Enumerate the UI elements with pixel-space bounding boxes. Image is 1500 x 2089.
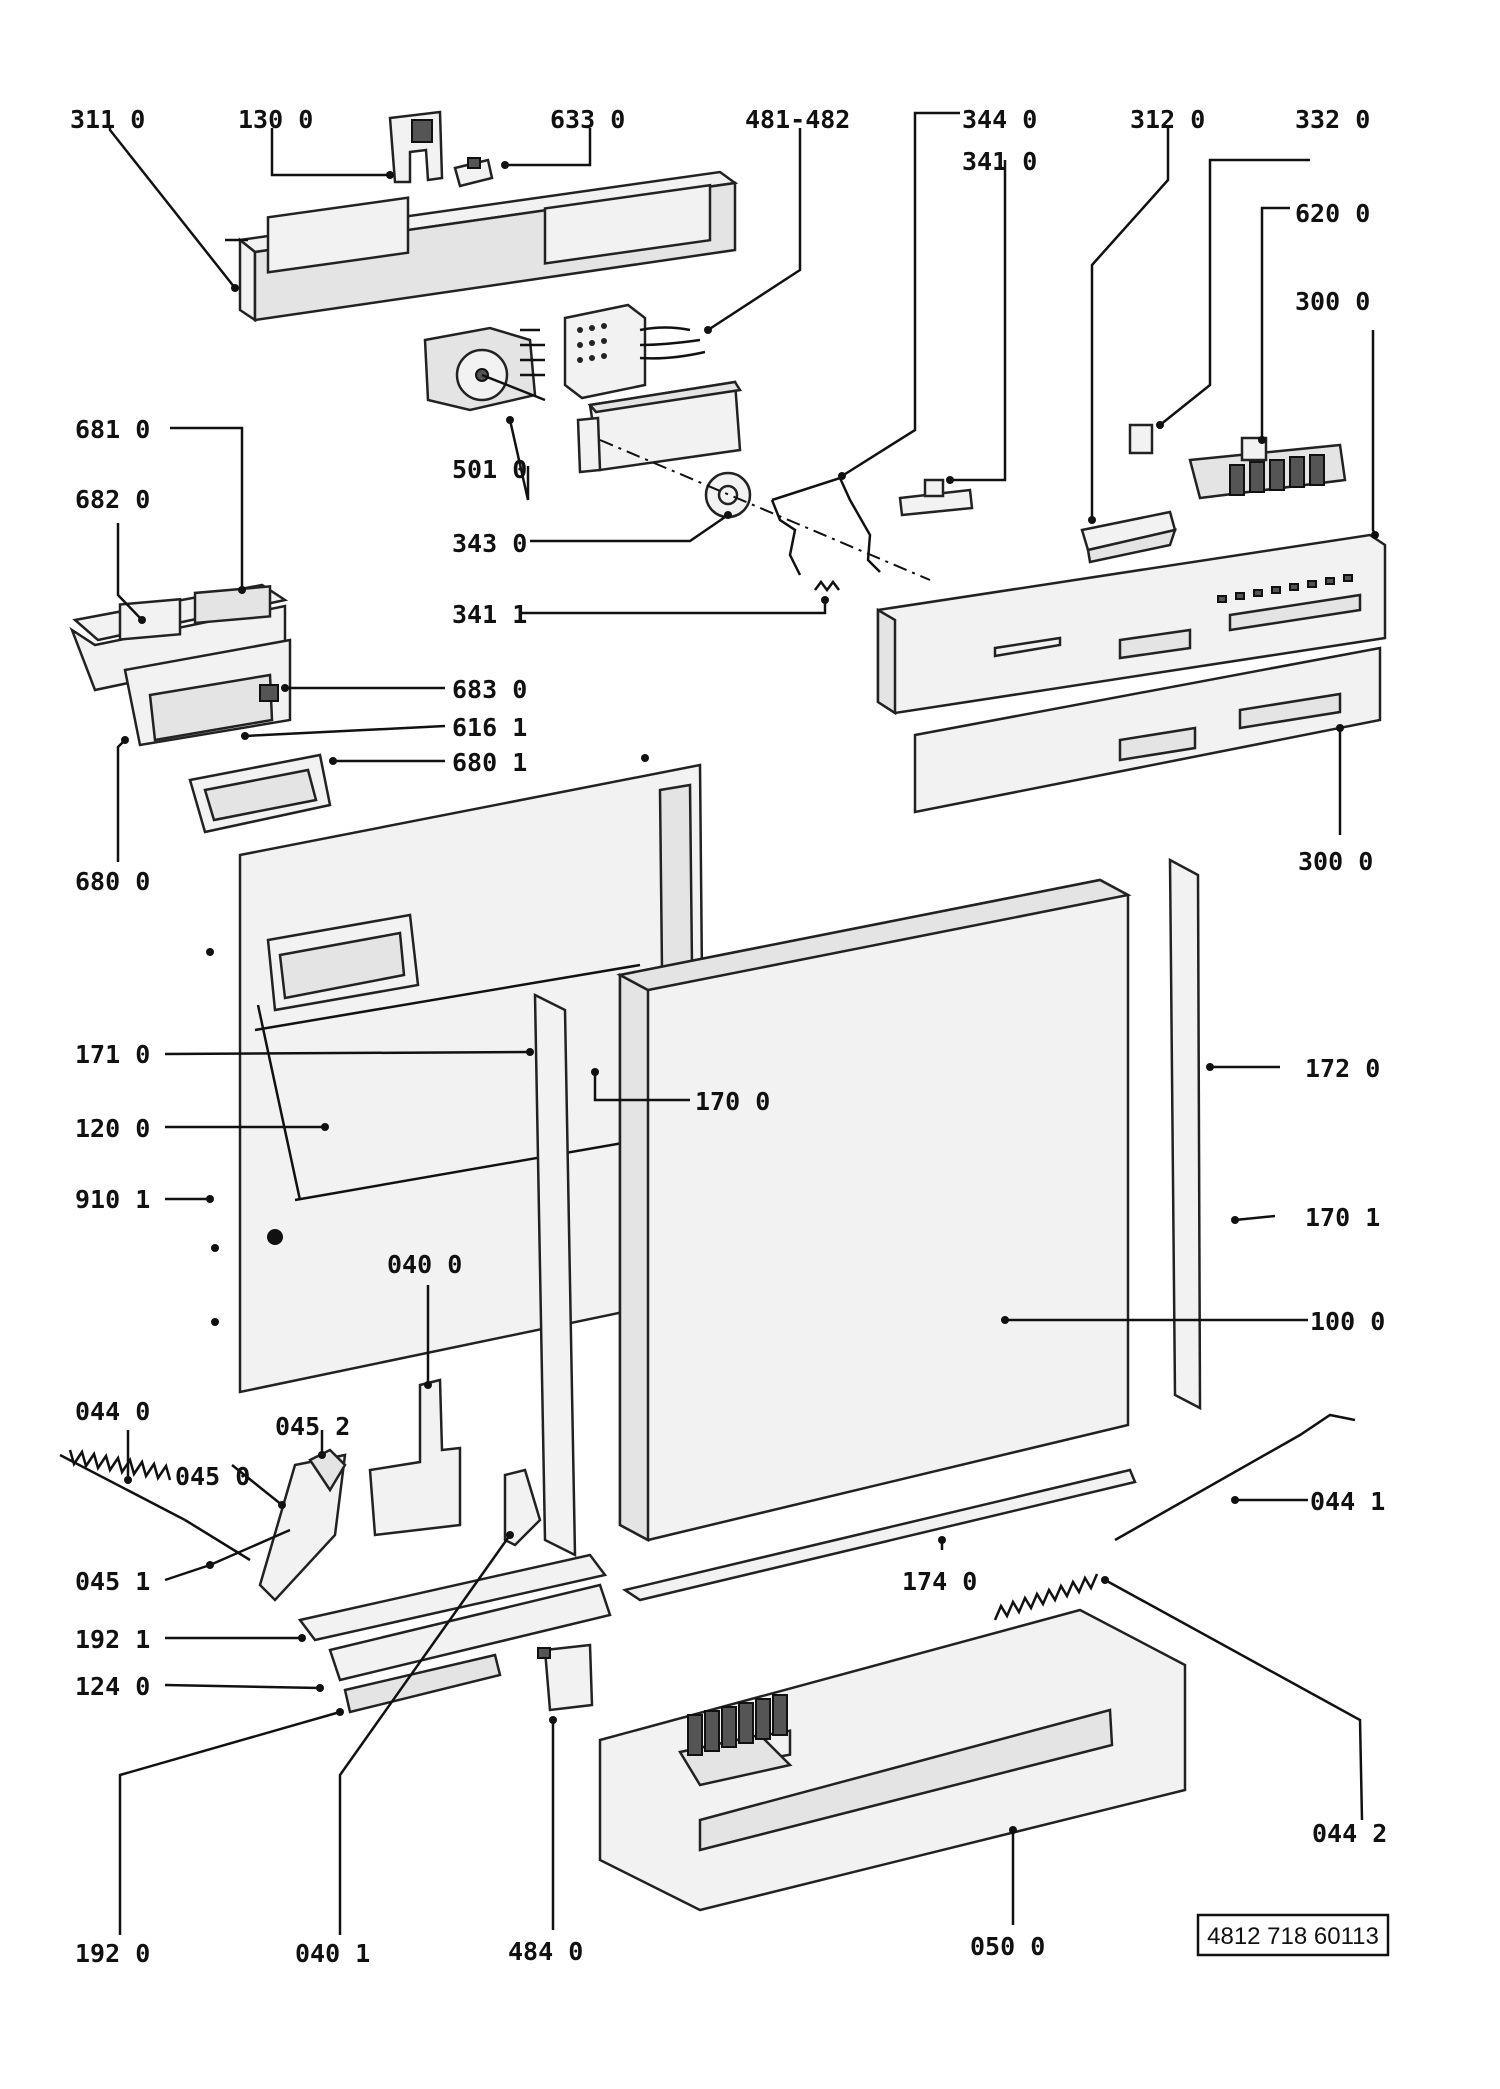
label-050-0: 050 0 (970, 1932, 1045, 1961)
label-192-1: 192 1 (75, 1625, 150, 1654)
hinge-arm-045 (209, 1448, 347, 1602)
spring-044 (59, 1449, 251, 1562)
label-120-0: 120 0 (75, 1114, 150, 1143)
label-044-2: 044 2 (1312, 1819, 1387, 1848)
label-300-0-top: 300 0 (1295, 287, 1370, 316)
reference-number-box: 4812 718 60113 (1196, 1913, 1390, 1957)
label-344-0: 344 0 (962, 105, 1037, 134)
strip-171 (533, 992, 577, 1558)
cam-disc-343 (704, 471, 752, 519)
label-124-0: 124 0 (75, 1672, 150, 1701)
label-045-1: 045 1 (75, 1567, 150, 1596)
label-332-0: 332 0 (1295, 105, 1370, 134)
rod-spring-044-1 (993, 1413, 1356, 1621)
label-682-0: 682 0 (75, 485, 150, 514)
button-bar-312 (1080, 510, 1177, 564)
gasket-680-1 (188, 753, 332, 834)
spring-341-1 (814, 579, 840, 593)
bottom-rail-174 (621, 1468, 1137, 1602)
strip-172 (1168, 857, 1202, 1411)
door-panel-100 (616, 878, 1132, 1543)
label-045-2: 045 2 (275, 1412, 350, 1441)
side-piece-040-1 (503, 1468, 542, 1547)
label-100-0: 100 0 (1310, 1307, 1385, 1336)
label-044-0: 044 0 (75, 1397, 150, 1426)
inner-door-frame (238, 763, 707, 1394)
label-681-0: 681 0 (75, 415, 150, 444)
top-rail-311 (225, 170, 739, 323)
label-040-1: 040 1 (295, 1939, 370, 1968)
part-labels: 311 0 130 0 633 0 481-482 344 0 312 0 33… (70, 105, 1387, 1968)
lower-rails-192 (297, 1553, 612, 1714)
label-501-0: 501 0 (452, 455, 527, 484)
label-343-0: 343 0 (452, 529, 527, 558)
label-680-0: 680 0 (75, 867, 150, 896)
label-172-0: 172 0 (1305, 1054, 1380, 1083)
leader-dots (121, 161, 1379, 1834)
label-311-0: 311 0 (70, 105, 145, 134)
clip-633 (453, 157, 494, 188)
label-130-0: 130 0 (238, 105, 313, 134)
connector-481-482 (563, 303, 706, 400)
label-341-1: 341 1 (452, 600, 527, 629)
clip-484 (537, 1643, 594, 1712)
label-040-0: 040 0 (387, 1250, 462, 1279)
label-910-1: 910 1 (75, 1185, 150, 1214)
knob-332 (1128, 423, 1154, 455)
lever-344 (599, 439, 931, 581)
bracket-341 (898, 478, 974, 517)
label-683-0: 683 0 (452, 675, 527, 704)
hinge-040 (368, 1378, 462, 1537)
label-192-0: 192 0 (75, 1939, 150, 1968)
label-045-0: 045 0 (175, 1462, 250, 1491)
label-680-1: 680 1 (452, 748, 527, 777)
label-170-1: 170 1 (1305, 1203, 1380, 1232)
reference-number: 4812 718 60113 (1207, 1923, 1379, 1950)
switch-block-620 (1188, 436, 1347, 500)
motor-bracket (576, 380, 743, 474)
label-174-0: 174 0 (902, 1567, 977, 1596)
dispenser-683 (123, 638, 292, 747)
label-484-0: 484 0 (508, 1937, 583, 1966)
label-481-482: 481-482 (745, 105, 850, 134)
control-panel-300 (876, 533, 1387, 716)
label-044-1: 044 1 (1310, 1487, 1385, 1516)
label-633-0: 633 0 (550, 105, 625, 134)
toe-board-050 (598, 1608, 1187, 1912)
label-312-0: 312 0 (1130, 105, 1205, 134)
label-171-0: 171 0 (75, 1040, 150, 1069)
leader-lines (108, 111, 1377, 1935)
timer-motor-501 (423, 326, 546, 412)
label-616-1: 616 1 (452, 713, 527, 742)
label-300-0-bottom: 300 0 (1298, 847, 1373, 876)
label-620-0: 620 0 (1295, 199, 1370, 228)
label-170-0: 170 0 (695, 1087, 770, 1116)
bracket-130 (388, 110, 444, 184)
label-341-0: 341 0 (962, 147, 1037, 176)
fascia-300 (913, 646, 1382, 814)
